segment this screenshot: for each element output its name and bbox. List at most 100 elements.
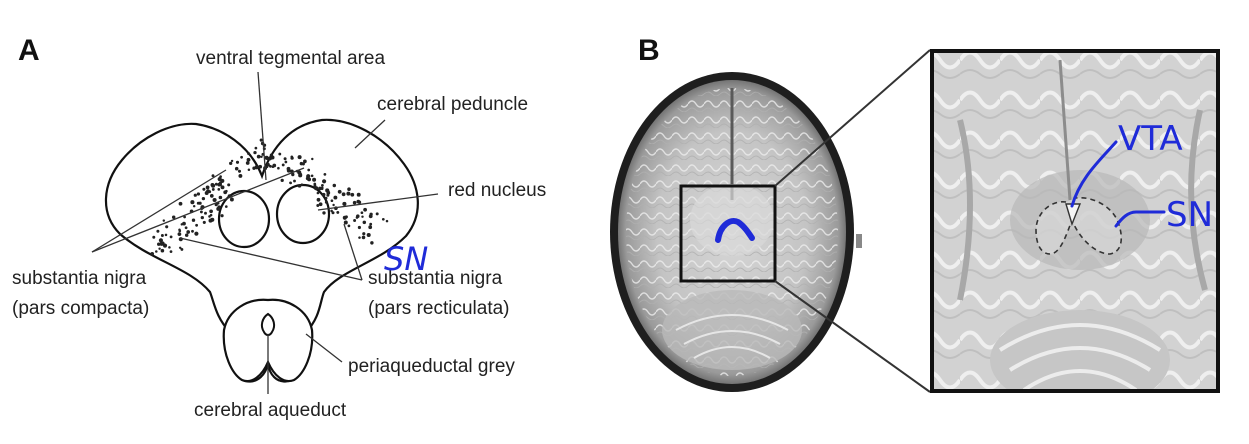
stipple-dot	[357, 200, 362, 205]
stipple-dot	[298, 156, 302, 160]
stipple-dot	[209, 194, 214, 198]
panel-b: B	[610, 34, 1220, 393]
stipple-dot	[289, 181, 292, 185]
stipple-dot	[343, 220, 348, 225]
stipple-dot	[202, 220, 206, 224]
stipple-dot	[293, 179, 296, 183]
stipple-dot	[324, 196, 328, 200]
handwritten-vta: VTA	[1118, 119, 1183, 159]
stipple-dot	[268, 164, 272, 168]
stipple-dot	[344, 215, 348, 219]
stipple-dot	[369, 222, 373, 226]
stipple-dot	[162, 219, 166, 222]
stipple-dot	[307, 168, 311, 172]
stipple-dot	[337, 189, 342, 194]
stipple-dot	[355, 216, 359, 219]
stipple-dot	[234, 166, 239, 171]
cerebral-aqueduct	[260, 312, 276, 336]
stipple-dot	[206, 189, 210, 194]
stipple-dot	[253, 150, 257, 155]
handwritten-sn-a: SN	[384, 240, 428, 278]
stipple-dot	[316, 204, 320, 207]
stipple-dot	[227, 183, 231, 187]
stipple-dot	[333, 195, 338, 200]
stipple-dot	[211, 183, 216, 188]
stipple-dot	[177, 232, 182, 236]
stipple-dot	[184, 233, 189, 237]
stipple-dot	[370, 241, 374, 245]
stipple-dot	[265, 165, 269, 169]
stipple-dot	[220, 185, 225, 190]
stipple-dot	[160, 241, 165, 246]
stipple-dot	[322, 211, 326, 215]
stipple-dot	[385, 219, 389, 223]
label-ventral-tegmental-area: ventral tegmental area	[196, 48, 385, 69]
stipple-dot	[258, 164, 263, 169]
stipple-dot	[247, 152, 251, 156]
stipple-dot	[368, 214, 373, 219]
stipple-dot	[278, 152, 282, 156]
stipple-dot	[216, 206, 221, 211]
stipple-dot	[209, 213, 213, 217]
stipple-dot	[204, 211, 207, 215]
stipple-dot	[280, 178, 284, 183]
stipple-dot	[247, 168, 251, 172]
stipple-dot	[361, 235, 366, 240]
stipple-dot	[199, 210, 203, 214]
stipple-dot	[205, 185, 210, 190]
stipple-dot	[191, 218, 196, 222]
stipple-dot	[224, 205, 228, 208]
stipple-dot	[277, 166, 280, 170]
stipple-dot	[361, 215, 364, 218]
stipple-dot	[362, 232, 366, 236]
stipple-dot	[254, 165, 259, 170]
stipple-dot	[155, 250, 158, 253]
stipple-dot	[318, 186, 322, 191]
stipple-dot	[347, 187, 351, 191]
stipple-dot	[218, 195, 223, 200]
stipple-dot	[362, 220, 367, 225]
stipple-dot	[168, 246, 171, 249]
stipple-dot	[321, 184, 324, 187]
stipple-dot	[229, 197, 234, 202]
stipple-dot	[214, 182, 218, 186]
stipple-dot	[297, 184, 302, 188]
stipple-dot	[332, 203, 335, 207]
stipple-dot	[286, 168, 291, 173]
stipple-dot	[217, 188, 221, 191]
label-red-nucleus: red nucleus	[448, 180, 546, 201]
sn-pointer	[1114, 210, 1166, 228]
stipple-dot	[350, 192, 355, 197]
stipple-dot	[311, 157, 314, 161]
stipple-dot	[184, 226, 188, 230]
stipple-dot	[341, 192, 346, 197]
stipple-dot	[152, 235, 156, 239]
stipple-dot	[300, 183, 304, 186]
label-cerebral-peduncle: cerebral peduncle	[377, 94, 528, 115]
stipple-dot	[178, 228, 181, 232]
stipple-dot	[190, 200, 195, 205]
stipple-dot	[171, 215, 176, 220]
stipple-dot	[318, 202, 323, 207]
stipple-dot	[183, 215, 186, 219]
stipple-dot	[310, 174, 314, 178]
stipple-dot	[220, 178, 225, 183]
stipple-dot	[202, 187, 206, 191]
label-sn-reticulata-line1: substantia nigra	[368, 268, 503, 289]
stipple-dot	[180, 247, 184, 251]
stipple-dot	[381, 217, 385, 221]
stipple-dot	[194, 231, 199, 236]
stipple-dot	[238, 173, 243, 178]
stipple-dot	[324, 200, 328, 204]
stipple-dot	[356, 192, 361, 197]
stipple-dot	[200, 215, 204, 220]
stipple-dot	[297, 170, 302, 175]
stipple-dot	[211, 187, 215, 191]
stipple-dot	[316, 197, 321, 202]
stipple-dot	[150, 251, 155, 256]
stipple-dot	[254, 146, 258, 150]
stipple-dot	[256, 154, 261, 159]
stipple-dot	[178, 246, 182, 250]
stipple-dot	[158, 247, 161, 250]
stipple-dot	[305, 176, 309, 181]
